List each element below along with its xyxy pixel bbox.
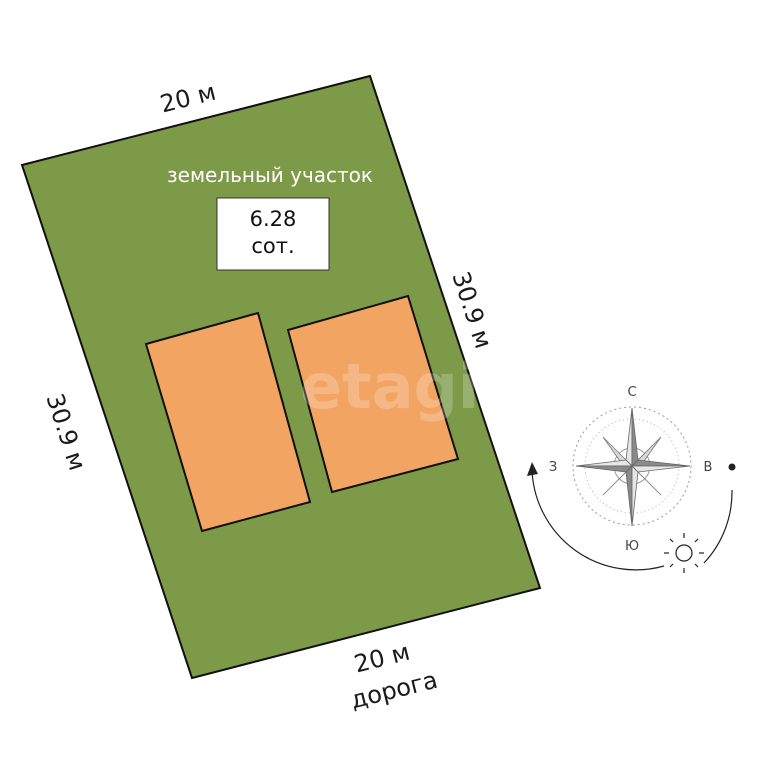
- compass-north-label: С: [627, 385, 636, 400]
- compass-point-e-shade: [631, 465, 691, 473]
- compass-south-label: Ю: [625, 539, 639, 554]
- compass-outer-ring: [572, 406, 692, 526]
- compass-point-s-shade: [631, 465, 639, 527]
- compass-point-e: [631, 459, 691, 467]
- land-plot: [20, 74, 542, 680]
- compass-east-label: В: [704, 460, 713, 475]
- area-value: 6.28: [250, 207, 297, 231]
- sun-path-arc-left: [531, 469, 665, 571]
- compass-point-s: [625, 465, 633, 527]
- area-unit: сот.: [251, 234, 294, 258]
- compass-point-n-shade: [631, 407, 639, 467]
- sunrise-dot: [728, 463, 736, 471]
- dimension-left: 30.9 м: [40, 390, 91, 474]
- area-box: [216, 197, 330, 271]
- plot-title: земельный участок: [167, 163, 373, 187]
- compass-west-label: З: [549, 460, 557, 475]
- compass-point-w-shade: [575, 465, 633, 473]
- watermark: etagi: [300, 350, 479, 423]
- compass-point-n: [625, 407, 633, 467]
- compass-point-w: [575, 459, 633, 467]
- sun-icon: [664, 533, 704, 573]
- compass-rose: С Ю З В: [549, 385, 713, 554]
- sun-path: [527, 462, 736, 571]
- arrow-head-icon: [527, 462, 538, 476]
- sun-path-arc-right: [703, 489, 733, 564]
- building-right: [286, 294, 460, 494]
- building-left: [144, 311, 312, 533]
- dimension-top: 20 м: [157, 78, 218, 119]
